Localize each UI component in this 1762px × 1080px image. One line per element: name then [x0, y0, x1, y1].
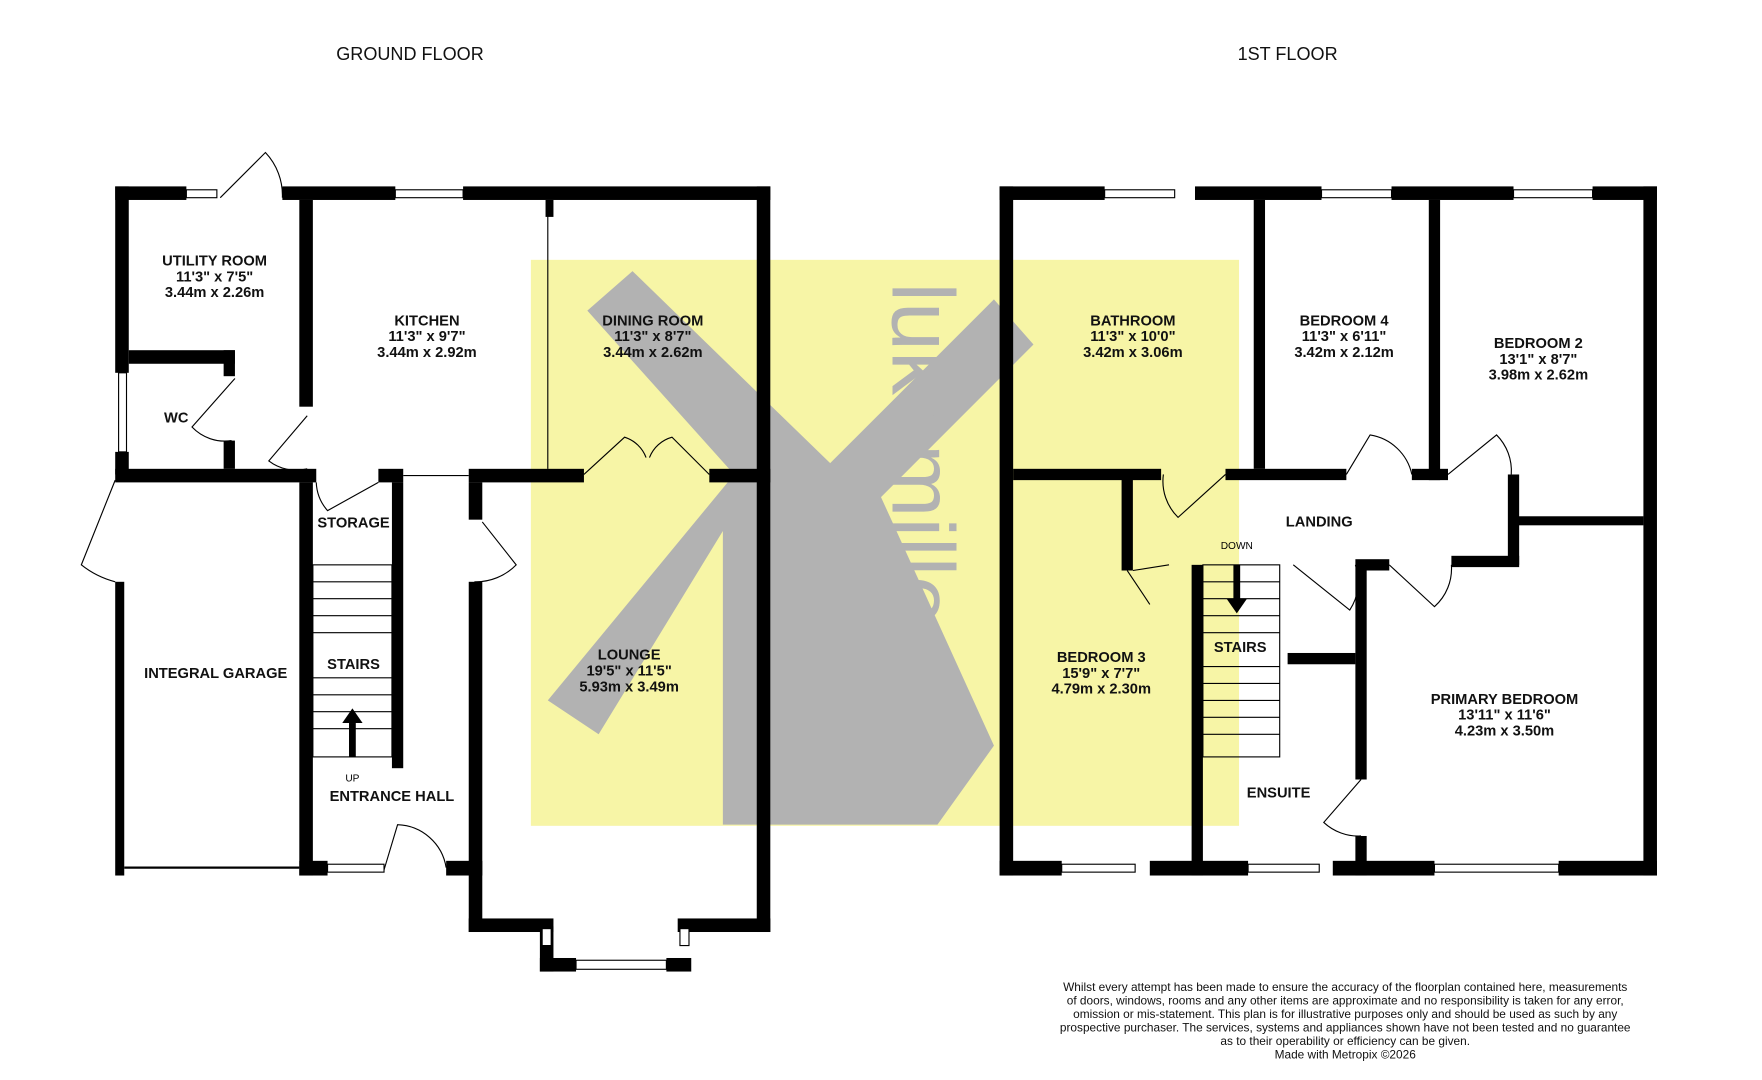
svg-text:as to their operability or eff: as to their operability or efficiency ca… — [1220, 1034, 1470, 1048]
svg-text:11'3" x 10'0": 11'3" x 10'0" — [1090, 329, 1175, 345]
svg-text:PRIMARY BEDROOM: PRIMARY BEDROOM — [1431, 692, 1579, 708]
svg-text:Whilst every attempt has been: Whilst every attempt has been made to en… — [1063, 980, 1627, 994]
svg-text:13'1" x 8'7": 13'1" x 8'7" — [1499, 352, 1577, 368]
room-storage: STORAGE — [317, 516, 389, 532]
room-garage: INTEGRAL GARAGE — [144, 666, 287, 682]
first-floor-walls — [999, 186, 1657, 876]
svg-text:UTILITY ROOM: UTILITY ROOM — [162, 253, 267, 269]
svg-text:LOUNGE: LOUNGE — [598, 648, 661, 664]
label-up: UP — [345, 774, 359, 785]
svg-text:4.23m x 3.50m: 4.23m x 3.50m — [1455, 723, 1555, 739]
svg-text:4.79m x 2.30m: 4.79m x 2.30m — [1051, 682, 1151, 698]
watermark: lukemiller — [530, 259, 1240, 826]
svg-text:prospective purchaser. The ser: prospective purchaser. The services, sys… — [1060, 1020, 1631, 1034]
svg-text:15'9" x 7'7": 15'9" x 7'7" — [1062, 666, 1140, 682]
room-bedroom-2: BEDROOM 213'1" x 8'7"3.98m x 2.62m — [1489, 336, 1589, 384]
room-wc: WC — [164, 411, 189, 427]
svg-text:11'3" x 6'11": 11'3" x 6'11" — [1302, 329, 1387, 345]
svg-text:BEDROOM 4: BEDROOM 4 — [1300, 313, 1390, 329]
room-landing: LANDING — [1286, 514, 1353, 530]
label-stairs-first: STAIRS — [1214, 640, 1267, 656]
first-floor-title: 1ST FLOOR — [1238, 44, 1338, 64]
first-stairs — [1202, 564, 1281, 758]
svg-text:3.44m x 2.92m: 3.44m x 2.92m — [377, 345, 477, 361]
svg-text:BEDROOM 2: BEDROOM 2 — [1494, 336, 1583, 352]
room-bedroom-4: BEDROOM 411'3" x 6'11"3.42m x 2.12m — [1294, 313, 1394, 361]
svg-text:5.93m x 3.49m: 5.93m x 3.49m — [579, 679, 679, 695]
svg-text:BEDROOM 3: BEDROOM 3 — [1057, 650, 1146, 666]
svg-text:3.98m x 2.62m: 3.98m x 2.62m — [1489, 368, 1589, 384]
room-entrance-hall: ENTRANCE HALL — [330, 789, 455, 805]
disclaimer: Whilst every attempt has been made to en… — [1060, 980, 1631, 1062]
svg-text:of doors, windows, rooms and a: of doors, windows, rooms and any other i… — [1067, 993, 1624, 1007]
svg-text:11'3" x 9'7": 11'3" x 9'7" — [388, 329, 465, 345]
svg-text:11'3" x 7'5": 11'3" x 7'5" — [176, 269, 253, 285]
svg-text:KITCHEN: KITCHEN — [394, 313, 459, 329]
ground-stairs — [312, 564, 393, 758]
svg-text:Made with Metropix ©2026: Made with Metropix ©2026 — [1275, 1048, 1417, 1062]
svg-text:13'11" x 11'6": 13'11" x 11'6" — [1458, 708, 1551, 724]
svg-text:BATHROOM: BATHROOM — [1090, 313, 1175, 329]
svg-text:19'5" x 11'5": 19'5" x 11'5" — [586, 664, 671, 680]
svg-text:3.44m x 2.26m: 3.44m x 2.26m — [165, 285, 265, 301]
ground-floor-walls — [80, 151, 771, 972]
room-bedroom-3: BEDROOM 315'9" x 7'7"4.79m x 2.30m — [1051, 650, 1151, 698]
label-stairs: STAIRS — [327, 657, 380, 673]
svg-text:omission or mis-statement. Thi: omission or mis-statement. This plan is … — [1073, 1007, 1617, 1021]
label-down: DOWN — [1221, 541, 1253, 552]
svg-text:3.42m x 3.06m: 3.42m x 3.06m — [1083, 345, 1183, 361]
svg-text:3.42m x 2.12m: 3.42m x 2.12m — [1294, 345, 1394, 361]
watermark-text: lukemiller — [873, 282, 972, 654]
svg-text:11'3" x 8'7": 11'3" x 8'7" — [614, 329, 691, 345]
ground-floor-title: GROUND FLOOR — [336, 44, 484, 64]
svg-text:DINING ROOM: DINING ROOM — [602, 313, 703, 329]
room-ensuite: ENSUITE — [1247, 786, 1311, 802]
svg-text:3.44m x 2.62m: 3.44m x 2.62m — [603, 345, 703, 361]
